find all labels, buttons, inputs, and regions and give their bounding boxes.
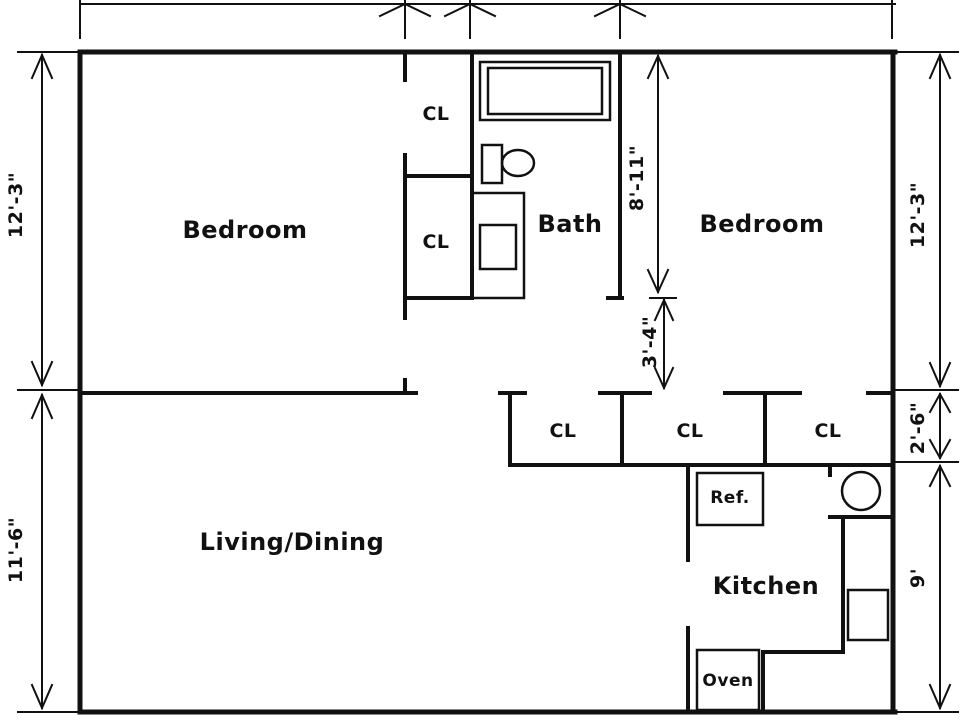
closet-lower-label: CL [422,231,449,253]
hall-closet-2-label: CL [676,420,703,442]
right-dimension-line [894,51,959,713]
water-heater-icon [840,470,882,512]
left-dimension-line [17,51,81,713]
bath-height-dimension: 8'-11" [626,145,648,211]
toilet [480,143,536,185]
bathtub [478,60,612,122]
bath-dimension-line [646,53,677,391]
closet-upper-label: CL [422,103,449,125]
bath-label: Bath [537,210,602,238]
bedroom-right-label: Bedroom [699,210,824,238]
bedroom-left-label: Bedroom [182,216,307,244]
top-dimension-line [79,0,896,39]
right-upper-dimension: 12'-3" [907,182,929,248]
hall-closet-1-label: CL [549,420,576,442]
right-lower-dimension: 9' [907,568,929,588]
hall-closet-3-label: CL [814,420,841,442]
right-middle-dimension: 2'-6" [907,402,929,455]
vanity [470,191,526,300]
refrigerator-label: Ref. [710,488,750,508]
left-upper-dimension: 12'-3" [5,172,27,238]
hall-gap-dimension: 3'-4" [639,316,661,369]
oven-box [695,648,761,712]
refrigerator-box [695,471,765,527]
kitchen-label: Kitchen [713,572,819,600]
oven-label: Oven [702,671,753,691]
left-lower-dimension: 11'-6" [5,517,27,583]
sink-box [846,588,890,642]
living-dining-label: Living/Dining [200,528,385,556]
exterior-walls [77,49,898,715]
interior-walls [78,50,895,714]
